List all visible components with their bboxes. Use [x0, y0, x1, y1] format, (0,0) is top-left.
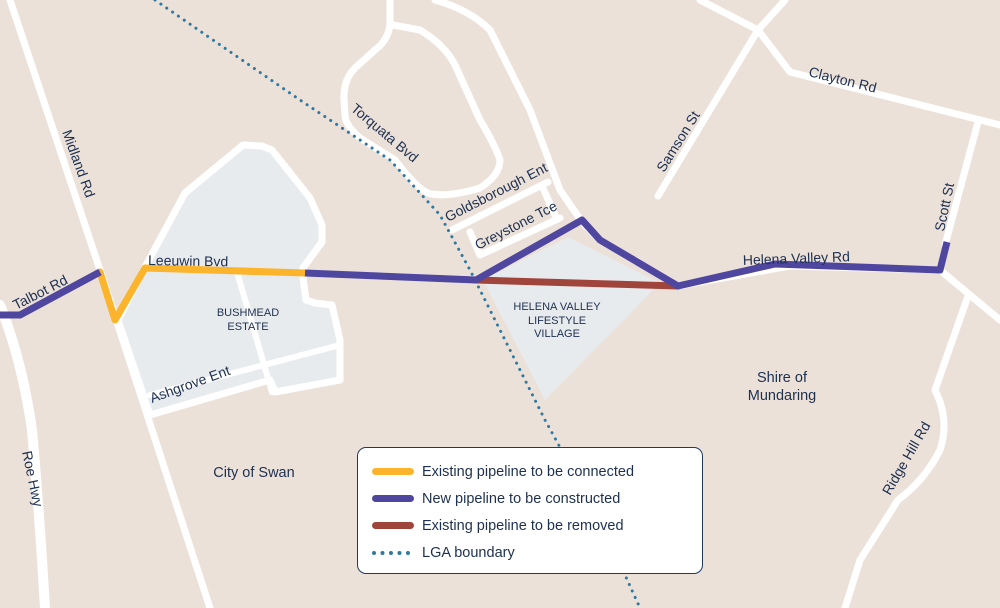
label-bushmead-2: ESTATE — [227, 321, 268, 333]
label-leeuwin-bvd: Leeuwin Bvd — [148, 252, 228, 269]
map-legend: Existing pipeline to be connected New pi… — [357, 447, 703, 574]
label-hvlv-3: VILLAGE — [534, 328, 580, 340]
helena-valley-lifestyle-village-area — [483, 237, 660, 400]
legend-item-lga-boundary: LGA boundary — [372, 539, 688, 566]
legend-label: New pipeline to be constructed — [422, 490, 621, 507]
red-line-swatch-icon — [372, 522, 414, 529]
legend-item-new-pipeline: New pipeline to be constructed — [372, 485, 688, 512]
label-hvlv-1: HELENA VALLEY — [513, 301, 601, 313]
label-helena-valley-rd: Helena Valley Rd — [743, 248, 851, 268]
label-hvlv-2: LIFESTYLE — [528, 315, 586, 327]
yellow-line-swatch-icon — [372, 468, 414, 475]
purple-line-swatch-icon — [372, 495, 414, 502]
label-city-of-swan: City of Swan — [213, 465, 294, 481]
legend-label: LGA boundary — [422, 544, 515, 561]
bushmead-estate-area — [114, 141, 344, 419]
label-mundaring: Mundaring — [748, 388, 817, 404]
pipeline-existing-removed — [472, 276, 682, 290]
pipeline-new-construction — [0, 216, 951, 319]
legend-label: Existing pipeline to be removed — [422, 517, 624, 534]
legend-label: Existing pipeline to be connected — [422, 463, 635, 480]
dotted-line-swatch-icon — [372, 550, 410, 555]
label-shire-of: Shire of — [757, 370, 808, 386]
lga-boundary-line — [153, 0, 642, 608]
legend-item-existing-connected: Existing pipeline to be connected — [372, 458, 688, 485]
label-bushmead-1: BUSHMEAD — [217, 307, 279, 319]
legend-item-existing-removed: Existing pipeline to be removed — [372, 512, 688, 539]
pipeline-existing-connected — [96, 264, 309, 324]
